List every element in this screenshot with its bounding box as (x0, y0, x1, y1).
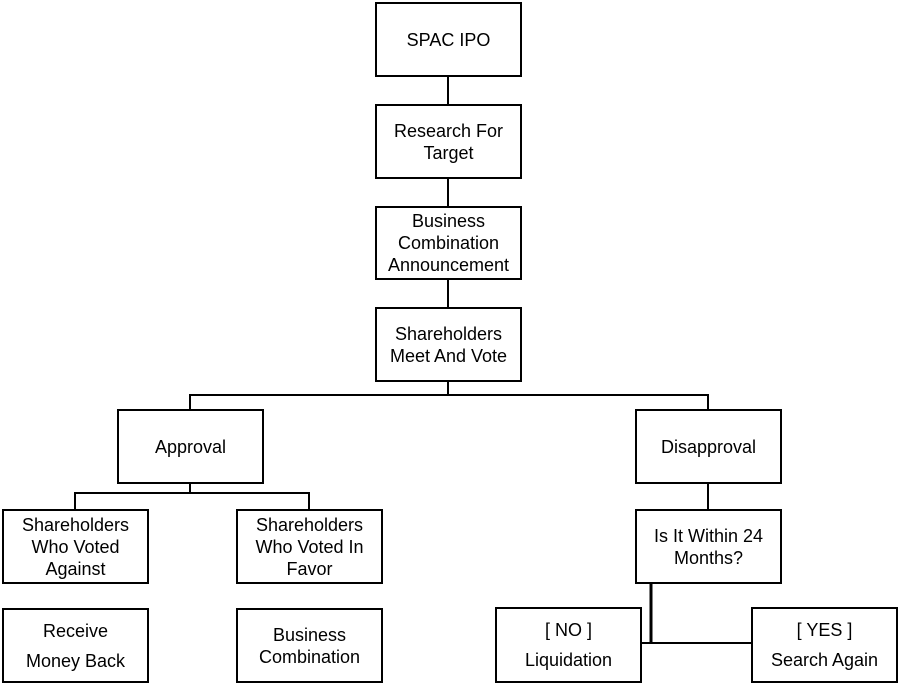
node-label: Against (45, 558, 106, 579)
node-label: Liquidation (524, 650, 613, 670)
node-research-for-target: Research For Target (375, 104, 522, 179)
node-yes-search-again: [ YES ] Search Again (751, 607, 898, 683)
node-label: Meet And Vote (389, 345, 508, 366)
node-disapproval: Disapproval (635, 409, 782, 484)
node-label: [ NO ] (544, 620, 592, 640)
node-shareholders-vote: Shareholders Meet And Vote (375, 307, 522, 382)
node-no-liquidation: [ NO ] Liquidation (495, 607, 642, 683)
node-label: Announcement (387, 255, 510, 275)
node-business-combination: Business Combination (236, 608, 383, 683)
node-label: Shareholders (394, 323, 503, 344)
node-receive-money-back: Receive Money Back (2, 608, 149, 683)
node-label: Months? (673, 547, 744, 568)
node-label: Business (411, 211, 486, 231)
node-label: Target (423, 142, 474, 163)
node-label: Combination (397, 233, 500, 253)
node-label: Shareholders (255, 514, 364, 535)
node-label: Search Again (770, 650, 879, 670)
node-label: Who Voted In (255, 536, 364, 557)
node-label: Combination (258, 646, 361, 667)
node-label: Money Back (25, 650, 126, 671)
node-label: Disapproval (660, 436, 757, 457)
node-label: Who Voted (31, 536, 120, 557)
node-label: SPAC IPO (406, 29, 491, 50)
node-label: [ YES ] (796, 620, 853, 640)
node-label: Research For (393, 120, 504, 141)
node-within-24-months: Is It Within 24 Months? (635, 509, 782, 584)
node-spac-ipo: SPAC IPO (375, 2, 522, 77)
node-label: Approval (154, 436, 227, 457)
node-voted-in-favor: Shareholders Who Voted In Favor (236, 509, 383, 584)
node-label: Favor (286, 558, 333, 579)
node-business-combination-announcement: Business Combination Announcement (375, 206, 522, 280)
node-label: Shareholders (21, 514, 130, 535)
node-label: Is It Within 24 (653, 525, 764, 546)
node-label: Business (272, 624, 347, 645)
node-label: Receive (42, 620, 109, 641)
node-approval: Approval (117, 409, 264, 484)
node-voted-against: Shareholders Who Voted Against (2, 509, 149, 584)
